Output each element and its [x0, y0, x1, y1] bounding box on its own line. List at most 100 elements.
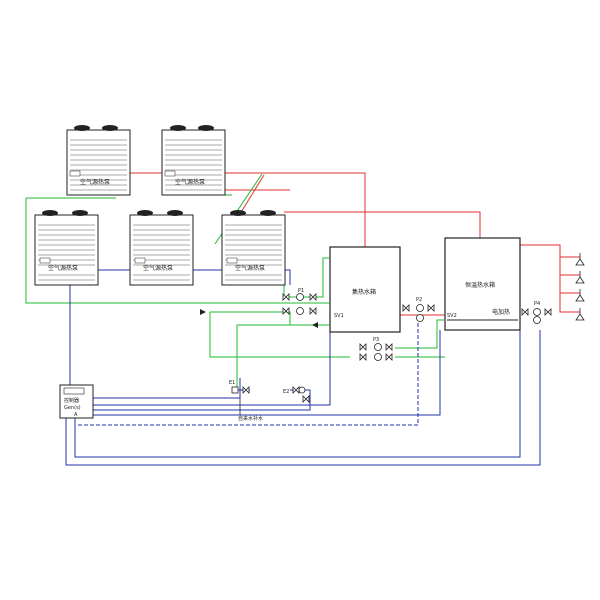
fan-icon	[260, 210, 276, 216]
controller: 控制器 Gen(s) A	[59, 384, 94, 419]
hot-pipe-riser	[520, 244, 580, 313]
p2-label: P2	[416, 297, 422, 303]
valve-icon	[309, 307, 317, 315]
valve-icon	[309, 293, 317, 301]
heat-pump-unit-3: 空气源热泵	[34, 210, 99, 286]
tap-icon	[575, 308, 585, 321]
display-panel-icon	[164, 170, 176, 177]
tap-outlets	[575, 253, 585, 321]
flow-arrow-icon	[312, 322, 318, 328]
p4-label: P4	[534, 301, 540, 307]
wire-controller-bottom	[65, 330, 541, 466]
pump-icon	[533, 316, 541, 324]
return-pipes	[25, 173, 445, 391]
valve-icon	[544, 308, 552, 316]
fan-icon	[42, 210, 58, 216]
heat-pump-label: 空气源热泵	[80, 178, 110, 186]
return-pipe-lower	[209, 312, 350, 358]
controller-screen-icon	[63, 387, 85, 395]
heat-collection-tank: 集热水箱 SV1	[329, 246, 401, 333]
pump-icon	[416, 304, 424, 312]
valve-icon	[292, 386, 300, 394]
heat-pump-unit-5: 空气源热泵	[221, 210, 286, 286]
wire-controller-sv2	[93, 330, 441, 416]
wire-controller-sv1	[93, 318, 331, 406]
return-pipe-left-header	[25, 198, 329, 304]
constant-temp-tank-label: 恒温热水箱	[465, 281, 495, 289]
valve-icon	[427, 304, 435, 312]
heat-pump-label: 空气源热泵	[235, 264, 265, 272]
valve-e2: E2	[283, 386, 310, 403]
heat-pump-label: 空气源热泵	[48, 264, 78, 272]
fan-icon	[198, 125, 214, 131]
pump-icon	[296, 307, 304, 315]
return-pipe-p3-to-tank2	[395, 319, 444, 349]
display-panel-icon	[69, 170, 81, 177]
valve-icon	[282, 293, 290, 301]
heat-pump-unit-2: 空气源热泵	[161, 125, 226, 196]
tap-icon	[575, 253, 585, 266]
valve-icon	[402, 304, 410, 312]
valve-icon	[385, 353, 393, 361]
controller-title: 控制器	[64, 397, 79, 404]
valve-icon	[521, 308, 529, 316]
heat-tank-label: 集热水箱	[352, 288, 376, 296]
wire-units-bus	[40, 269, 291, 285]
heat-pump-unit-4: 空气源热泵	[129, 210, 194, 286]
pump-icon	[298, 386, 306, 394]
pump-icon	[374, 343, 382, 351]
sv2-label: SV2	[447, 313, 457, 319]
e2-label: E2	[283, 389, 289, 395]
fan-icon	[102, 125, 118, 131]
valve-e1: E1	[229, 380, 250, 394]
wire-controller-tank2	[74, 330, 521, 458]
p1-label: P1	[298, 288, 304, 294]
valve-icon	[242, 386, 250, 394]
fan-icon	[72, 210, 88, 216]
supply-label: 自来水补水	[238, 415, 263, 422]
pump-icon	[416, 314, 424, 322]
wire-controller-e1	[93, 378, 241, 399]
pump-icon	[533, 308, 541, 316]
valve-icon	[282, 307, 290, 315]
electric-heater-label: 电加热	[492, 308, 510, 316]
sv1-label: SV1	[334, 313, 344, 319]
valve-icon	[385, 343, 393, 351]
pump-group-p4: P4	[521, 301, 552, 324]
pump-group-p3: P3	[359, 337, 393, 361]
display-panel-icon	[39, 257, 51, 264]
valve-icon	[359, 343, 367, 351]
pump-group-p2: P2	[402, 297, 435, 322]
constant-temp-tank: 恒温热水箱 电加热 SV2	[444, 237, 521, 331]
pump-group-p1: P1	[282, 288, 317, 315]
hot-pipe-lower-header	[284, 211, 481, 238]
fan-icon	[170, 125, 186, 131]
display-panel-icon	[134, 257, 146, 264]
p3-label: P3	[373, 337, 379, 343]
control-wires	[40, 269, 541, 466]
tap-icon	[575, 289, 585, 302]
controller-foot-label: A	[74, 412, 78, 418]
heat-pump-unit-1: 空气源热泵	[66, 125, 131, 196]
pump-icon	[296, 293, 304, 301]
flow-arrow-icon	[200, 309, 206, 315]
valve-icon	[359, 353, 367, 361]
fan-icon	[167, 210, 183, 216]
fan-icon	[230, 210, 246, 216]
heat-pump-label: 空气源热泵	[143, 264, 173, 272]
fan-icon	[137, 210, 153, 216]
heat-pump-label: 空气源热泵	[175, 178, 205, 186]
controller-sub-label: Gen(s)	[64, 405, 81, 411]
pump-icon	[374, 353, 382, 361]
wire-controller-e2	[93, 389, 311, 411]
return-pipe-to-tank1	[283, 257, 329, 298]
tap-icon	[575, 271, 585, 284]
display-panel-icon	[226, 257, 238, 264]
e1-label: E1	[229, 380, 235, 386]
fan-icon	[74, 125, 90, 131]
return-pipe-mid	[210, 311, 329, 326]
valve-icon	[302, 395, 310, 403]
solenoid-icon	[231, 386, 239, 394]
wire-dashed-sensor	[78, 320, 419, 426]
